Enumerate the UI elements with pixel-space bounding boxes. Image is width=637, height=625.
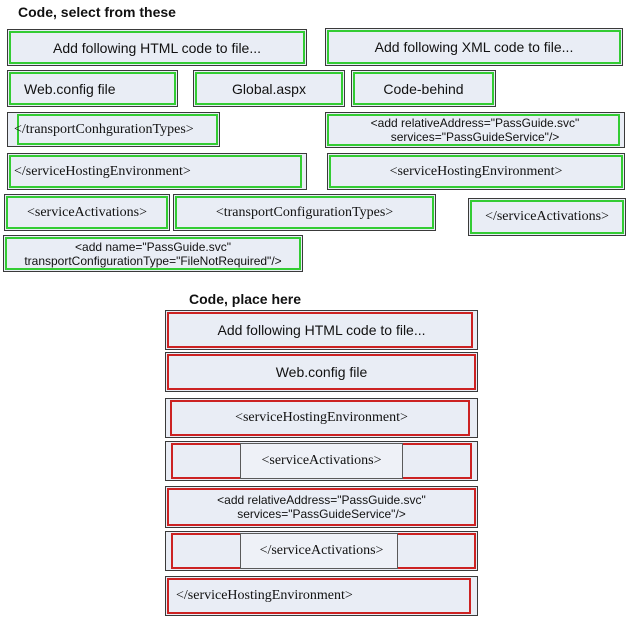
select-tile-service-hosting-env-close[interactable]: </serviceHostingEnvironment>: [7, 153, 307, 190]
place-slot-3[interactable]: <serviceHostingEnvironment>: [165, 398, 478, 438]
place-slot-7[interactable]: </serviceHostingEnvironment>: [165, 576, 478, 616]
tile-label: Code-behind: [383, 80, 464, 97]
select-tile-service-activations-open[interactable]: <serviceActivations>: [4, 194, 170, 231]
tile-label: </transportConhgurationTypes>: [14, 121, 194, 137]
place-slot-4[interactable]: <serviceActivations>: [165, 441, 478, 481]
tile-label: </serviceHostingEnvironment>: [14, 163, 191, 179]
tile-label: Web.config file: [275, 364, 368, 380]
tile-label: Add following XML code to file...: [374, 39, 574, 55]
select-tile-transport-config-types-open[interactable]: <transportConfigurationTypes>: [173, 194, 436, 231]
select-tile-html-code[interactable]: Add following HTML code to file...: [7, 29, 307, 66]
select-tile-transport-config-types-close[interactable]: </transportConhgurationTypes>: [7, 112, 220, 147]
select-tile-xml-code[interactable]: Add following XML code to file...: [325, 28, 623, 66]
place-slot-6[interactable]: </serviceActivations>: [165, 531, 478, 571]
tile-label: Add following HTML code to file...: [217, 322, 426, 338]
select-tile-add-relative-address[interactable]: <add relativeAddress="PassGuide.svc" ser…: [325, 112, 625, 148]
tile-label: Web.config file: [24, 80, 116, 97]
tile-label: <add relativeAddress="PassGuide.svc" ser…: [370, 116, 580, 144]
select-tile-code-behind[interactable]: Code-behind: [351, 70, 496, 107]
select-tile-add-name[interactable]: <add name="PassGuide.svc" transportConfi…: [3, 235, 303, 272]
select-tile-service-hosting-env-open[interactable]: <serviceHostingEnvironment>: [327, 153, 625, 190]
select-tile-global-aspx[interactable]: Global.aspx: [193, 70, 345, 107]
select-heading: Code, select from these: [18, 4, 176, 20]
tile-label: Global.aspx: [232, 80, 306, 97]
tile-label: <serviceHostingEnvironment>: [389, 163, 563, 179]
tile-label: <add name="PassGuide.svc" transportConfi…: [24, 239, 282, 268]
place-slot-5[interactable]: <add relativeAddress="PassGuide.svc" ser…: [165, 486, 478, 528]
tile-label: </serviceActivations>: [259, 543, 384, 558]
tile-label: Add following HTML code to file...: [52, 39, 262, 56]
select-tile-service-activations-close[interactable]: </serviceActivations>: [468, 198, 626, 236]
place-heading: Code, place here: [189, 291, 302, 307]
tile-label: <transportConfigurationTypes>: [215, 204, 394, 220]
place-slot-1[interactable]: Add following HTML code to file...: [165, 310, 478, 350]
select-tile-web-config[interactable]: Web.config file: [7, 70, 178, 107]
tile-label: </serviceActivations>: [485, 209, 609, 224]
tile-label: <serviceHostingEnvironment>: [235, 410, 408, 425]
tile-label: <add relativeAddress="PassGuide.svc" ser…: [217, 493, 426, 521]
place-slot-2[interactable]: Web.config file: [165, 352, 478, 392]
tile-label: <serviceActivations>: [27, 204, 147, 220]
tile-label: </serviceHostingEnvironment>: [176, 588, 353, 603]
tile-label: <serviceActivations>: [261, 453, 382, 468]
